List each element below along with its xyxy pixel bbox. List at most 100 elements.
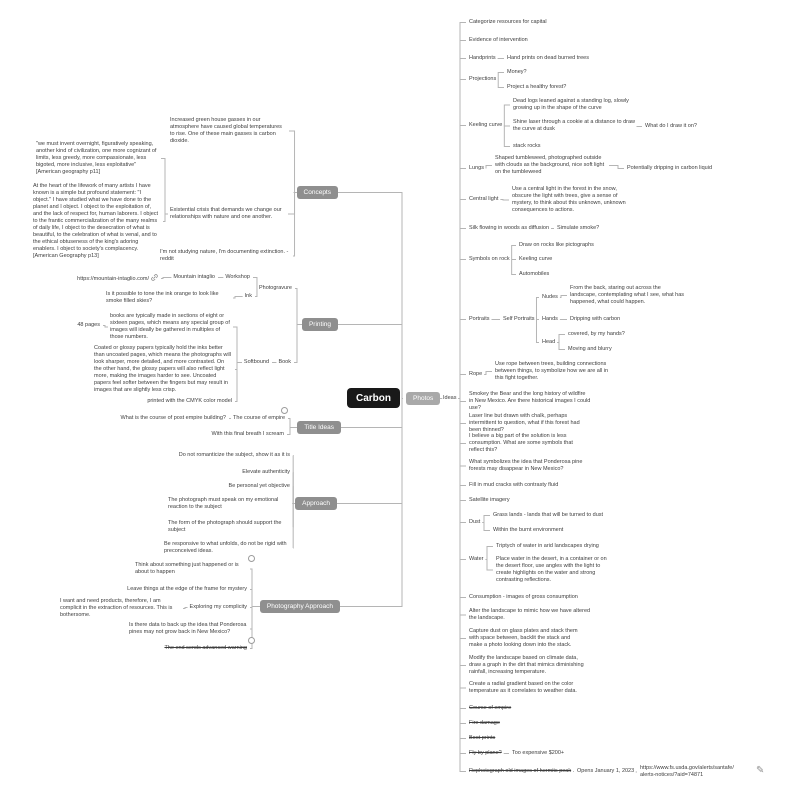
node-handprints-note[interactable]: Hand prints on dead burned trees — [507, 55, 589, 61]
node-rope[interactable]: Rope — [469, 371, 483, 377]
node-consumption[interactable]: Consumption - images of gross consumptio… — [469, 594, 578, 600]
node-mountain-intaglio[interactable]: Mountain intaglio — [173, 274, 215, 280]
node-intaglio-url[interactable]: https://mountain-intaglio.com/ — [77, 274, 158, 283]
node-ink[interactable]: Ink — [244, 293, 252, 299]
edit-pencil-icon[interactable]: ✎ — [756, 765, 765, 776]
node-the-course-of-empire[interactable]: The course of empire — [233, 415, 285, 421]
node-elevate-authenticity[interactable]: Elevate authenticity — [242, 469, 290, 475]
node-covered-hands[interactable]: covered, by my hands? — [568, 331, 625, 337]
node-personal-yet-objective[interactable]: Be personal yet objective — [228, 483, 290, 489]
node-place-water[interactable]: Place water in the desert, in a containe… — [496, 556, 607, 583]
node-boot-prints[interactable]: Boot prints — [469, 735, 496, 741]
central-node-carbon[interactable]: Carbon — [347, 388, 400, 408]
node-portraits[interactable]: Portraits — [469, 316, 490, 322]
node-dripping-carbon-liquid[interactable]: Potentially dripping in carbon liquid — [627, 165, 712, 171]
node-photogravure[interactable]: Photogravure — [258, 285, 292, 291]
node-tumbleweed[interactable]: Shaped tumbleweed, photographed outside … — [495, 155, 605, 175]
node-stack-rocks[interactable]: stack rocks — [513, 143, 541, 149]
node-categorize-resources[interactable]: Categorize resources for capital — [469, 19, 547, 25]
node-modify-landscape[interactable]: Modify the landscape based on climate da… — [469, 655, 584, 675]
node-automobiles[interactable]: Automobiles — [519, 271, 550, 277]
node-laser-chalk[interactable]: Laser line but drawn with chalk, perhaps… — [469, 413, 580, 433]
node-burnt-environment[interactable]: Within the burnt environment — [493, 527, 564, 533]
node-central-light[interactable]: Central light — [469, 196, 499, 202]
node-dust[interactable]: Dust — [469, 519, 481, 525]
node-keeling-curve-2[interactable]: Keeling curve — [519, 256, 553, 262]
node-satellite-imagery[interactable]: Satellite imagery — [469, 497, 510, 503]
node-smokey-bear[interactable]: Smokey the Bear and the long history of … — [469, 391, 591, 411]
node-photography-approach[interactable]: Photography Approach — [259, 600, 340, 613]
node-less-consumption[interactable]: I believe a big part of the solution is … — [469, 433, 573, 453]
node-rephotograph-hermits-peak[interactable]: Rephotograph old images of hermits peak — [469, 768, 572, 774]
node-workshop[interactable]: Workshop — [225, 274, 250, 280]
node-self-portraits[interactable]: Self Portraits — [503, 316, 535, 322]
node-grass-lands[interactable]: Grass lands - lands that will be turned … — [493, 512, 604, 518]
node-think-about[interactable]: Think about something just happened or i… — [135, 562, 239, 575]
node-course-of-empire-done[interactable]: Course of empire — [469, 705, 512, 711]
node-nudes-note[interactable]: From the back, staring out across the la… — [570, 285, 685, 305]
node-american-geography-quote-p11[interactable]: "we must invent overnight, figuratively … — [36, 141, 157, 175]
node-shine-laser[interactable]: Shine laser through a cookie at a distan… — [513, 119, 635, 132]
node-central-light-note[interactable]: Use a central light in the forest in the… — [512, 186, 626, 213]
link-icon[interactable] — [151, 274, 158, 281]
node-complicit-note[interactable]: I want and need products, therefore, I a… — [60, 598, 173, 618]
node-approach[interactable]: Approach — [295, 497, 337, 510]
node-what-draw-on[interactable]: What do I draw it on? — [645, 123, 697, 129]
node-alter-landscape[interactable]: Alter the landscape to mimic how we have… — [469, 608, 591, 621]
node-book-sections[interactable]: books are typically made in sections of … — [110, 313, 230, 340]
node-data-ponderosa[interactable]: Is there data to back up the idea that P… — [129, 622, 247, 635]
node-cmyk[interactable]: printed with the CMYK color model — [147, 398, 232, 404]
node-exploring-complicity[interactable]: Exploring my complicity — [189, 604, 247, 610]
node-greenhouse-gasses[interactable]: Increased green house gasses in our atmo… — [170, 117, 282, 144]
node-edge-of-frame[interactable]: Leave things at the edge of the frame fo… — [127, 586, 247, 592]
node-photos[interactable]: Photos — [406, 392, 441, 405]
node-documenting-extinction[interactable]: I'm not studying nature, I'm documenting… — [160, 249, 289, 262]
node-ink-note[interactable]: Is it possible to tone the ink orange to… — [106, 291, 219, 304]
node-dead-logs[interactable]: Dead logs leaned against a standing log,… — [513, 98, 629, 111]
node-hands-note[interactable]: Dripping with carbon — [570, 316, 621, 322]
node-end-sends-warning[interactable]: The end sends advanced warning — [164, 645, 247, 651]
node-healthy-forest[interactable]: Project a healthy forest? — [507, 84, 567, 90]
node-keeling-curve[interactable]: Keeling curve — [469, 122, 503, 128]
node-american-geography-quote-p13[interactable]: At the heart of the lifework of many art… — [33, 183, 159, 259]
node-radial-gradient[interactable]: Create a radial gradient based on the co… — [469, 681, 577, 694]
node-capture-dust[interactable]: Capture dust on glass plates and stack t… — [469, 628, 578, 648]
node-fly-by-plane[interactable]: Fly by plane? — [469, 750, 502, 756]
node-form-supports-subject[interactable]: The form of the photograph should suppor… — [168, 520, 282, 533]
node-mud-cracks[interactable]: Fill in mud cracks with contrasty fluid — [469, 482, 559, 488]
comment-icon[interactable] — [248, 637, 255, 644]
node-coated-glossy-papers[interactable]: Coated or glossy papers typically hold t… — [94, 345, 231, 393]
node-lungs[interactable]: Lungs — [469, 165, 484, 171]
node-course-question[interactable]: What is the course of post empire buildi… — [120, 415, 226, 421]
comment-icon[interactable] — [248, 555, 255, 562]
node-ideas[interactable]: Ideas — [443, 395, 457, 401]
node-triptych[interactable]: Triptych of water in arid landscapes dry… — [496, 543, 599, 549]
node-silk-diffusion[interactable]: Silk flowing in woods as diffusion — [469, 225, 549, 231]
node-emotional-reaction[interactable]: The photograph must speak on my emotiona… — [168, 497, 279, 510]
node-head[interactable]: Head — [542, 339, 556, 345]
node-opens-date[interactable]: Opens January 1, 2023 — [577, 768, 635, 774]
node-book[interactable]: Book — [278, 359, 291, 365]
node-usda-url[interactable]: https://www.fs.usda.gov/alerts/santafe/a… — [640, 765, 734, 778]
node-hands[interactable]: Hands — [542, 316, 558, 322]
node-money[interactable]: Money? — [507, 69, 527, 75]
node-simulate-smoke[interactable]: Simulate smoke? — [557, 225, 600, 231]
node-ponderosa-symbol[interactable]: What symbolizes the idea that Ponderosa … — [469, 459, 583, 472]
node-water[interactable]: Water — [469, 556, 484, 562]
node-do-not-romanticize[interactable]: Do not romanticize the subject, show it … — [178, 452, 290, 458]
node-moving-blurry[interactable]: Moving and blurry — [568, 346, 612, 352]
node-projections[interactable]: Projections — [469, 76, 497, 82]
node-handprints[interactable]: Handprints — [469, 55, 496, 61]
node-fire-damage[interactable]: Fire damage — [469, 720, 500, 726]
node-title-ideas[interactable]: Title Ideas — [297, 421, 341, 434]
node-48-pages[interactable]: 48 pages — [77, 322, 100, 328]
node-too-expensive[interactable]: Too expensive $200+ — [512, 750, 565, 756]
node-evidence-of-intervention[interactable]: Evidence of intervention — [469, 37, 528, 43]
node-concepts[interactable]: Concepts — [296, 186, 338, 199]
comment-icon[interactable] — [281, 407, 288, 414]
node-nudes[interactable]: Nudes — [542, 294, 558, 300]
node-rope-note[interactable]: Use rope between trees, building connect… — [495, 361, 609, 381]
node-pictographs[interactable]: Draw on rocks like pictographs — [519, 242, 594, 248]
intaglio-url-text[interactable]: https://mountain-intaglio.com/ — [77, 276, 149, 282]
node-printing[interactable]: Printing — [301, 318, 338, 331]
